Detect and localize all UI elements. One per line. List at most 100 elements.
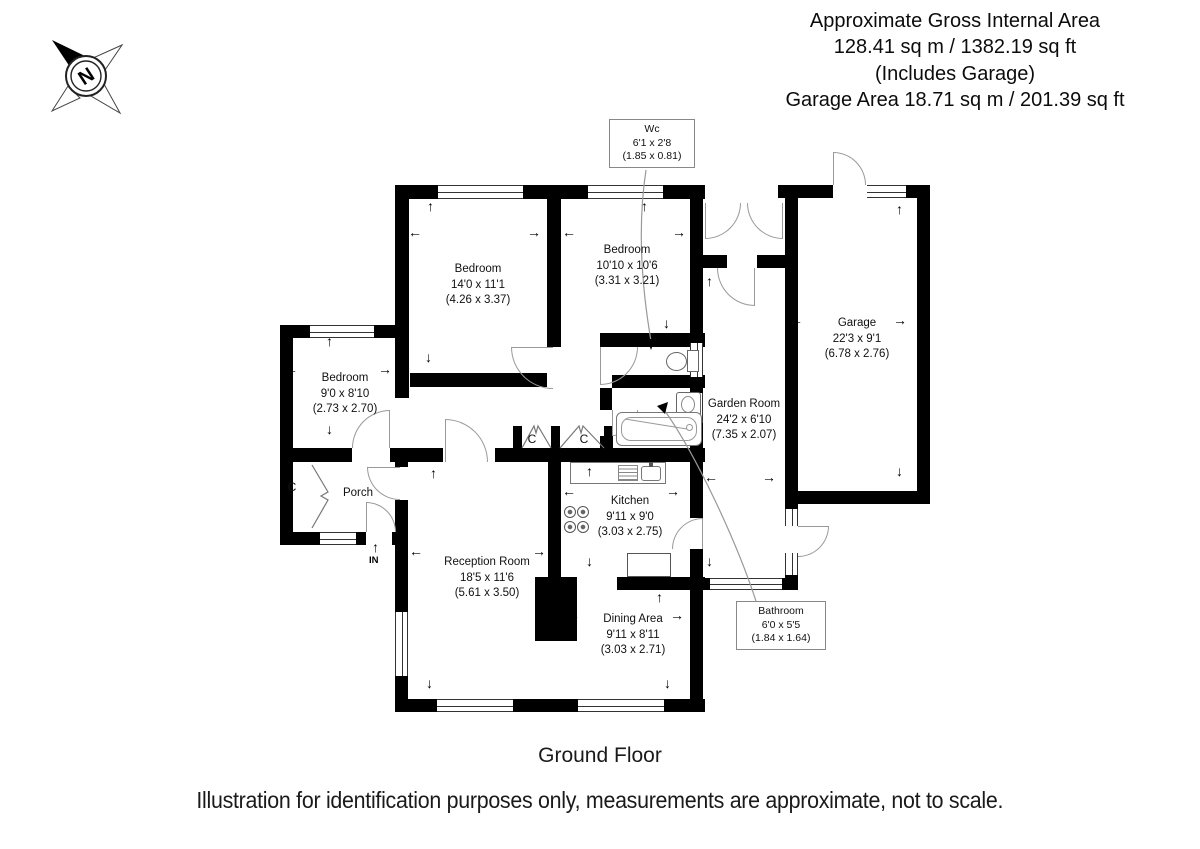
dimension-arrow-left: ←: [284, 361, 298, 377]
window: [437, 699, 513, 712]
dimension-arrow-right: →: [893, 312, 907, 328]
room-label-garage: Garage 22'3 x 9'1 (6.78 x 2.76): [797, 316, 917, 363]
wall: [395, 185, 409, 398]
dimension-arrow-up: ↑: [430, 465, 437, 481]
wall: [785, 198, 798, 491]
room-dims-ft: 9'11 x 8'11: [606, 628, 660, 641]
door-arc: [705, 203, 741, 239]
room-name: Bedroom: [603, 244, 651, 256]
window: [395, 612, 408, 676]
room-dims-m: (1.84 x 1.64): [751, 632, 811, 645]
kitchen-sink: [641, 466, 661, 481]
room-dims-m: (7.35 x 2.07): [711, 429, 777, 442]
dimension-arrow-down: ↓: [426, 675, 433, 691]
entrance-arrow-icon: ↑: [372, 539, 379, 555]
dimension-arrow-up: ↑: [706, 273, 713, 289]
window: [588, 185, 663, 199]
dimension-arrow-up: ↑: [586, 463, 593, 479]
dimension-arrow-right: →: [532, 543, 546, 559]
toilet-cistern: [687, 350, 699, 372]
room-label-garden-room: Garden Room 24'2 x 6'10 (7.35 x 2.07): [694, 397, 794, 444]
kitchen-drainer: [618, 465, 638, 481]
gross-area-includes: (Includes Garage): [874, 62, 1036, 85]
dimension-arrow-left: ←: [562, 483, 576, 499]
room-name: Reception Room: [444, 556, 530, 568]
dimension-arrow-down: ↓: [706, 553, 713, 569]
garage-area-value: Garage Area 18.71 sq m / 201.39 sq ft: [785, 89, 1125, 112]
wall: [785, 504, 798, 509]
room-dims-ft: 22'3 x 9'1: [832, 332, 882, 345]
room-dims-m: (4.26 x 3.37): [445, 294, 511, 307]
window: [710, 578, 782, 590]
wall: [356, 532, 366, 545]
stove-burner: [577, 506, 589, 518]
wall: [785, 491, 930, 504]
closet-post: [513, 426, 522, 448]
door-arc: [366, 502, 396, 532]
dimension-arrow-left: ←: [704, 469, 718, 485]
room-dims-m: (3.03 x 2.71): [600, 644, 666, 657]
closet-post: [551, 426, 560, 448]
closet-label: C: [579, 432, 589, 446]
window: [310, 325, 374, 338]
room-label-dining: Dining Area 9'11 x 8'11 (3.03 x 2.71): [563, 612, 703, 659]
floor-title: Ground Floor: [538, 744, 662, 767]
room-name: Porch: [342, 487, 374, 499]
window: [785, 553, 798, 575]
wall: [548, 462, 561, 577]
wall: [785, 575, 798, 590]
window: [785, 509, 798, 526]
dimension-arrow-down: ↓: [663, 315, 670, 331]
room-dims-m: (1.85 x 0.81): [622, 150, 682, 163]
wall: [392, 532, 408, 545]
closet-post: [604, 426, 613, 448]
room-dims-m: (5.61 x 3.50): [454, 587, 520, 600]
room-label-bedroom3: Bedroom 9'0 x 8'10 (2.73 x 2.70): [285, 371, 405, 418]
compass-icon: N: [50, 40, 124, 115]
kitchen-tap: [649, 462, 653, 467]
dimension-arrow-right: →: [672, 224, 686, 240]
room-dims-ft: 24'2 x 6'10: [716, 413, 772, 426]
dimension-arrow-right: →: [378, 361, 392, 377]
disclaimer-text: Illustration for identification purposes…: [196, 787, 1004, 813]
dimension-arrow-right: →: [762, 469, 776, 485]
window: [578, 699, 664, 712]
wall: [600, 388, 612, 410]
door-arc: [445, 419, 488, 462]
wall: [612, 375, 705, 388]
dimension-arrow-up: ↑: [656, 589, 663, 605]
wall: [917, 185, 930, 504]
wall: [280, 448, 352, 462]
dimension-arrow-up: ↑: [427, 198, 434, 214]
room-dims-m: (3.03 x 2.75): [597, 526, 663, 539]
room-dims-ft: 9'0 x 8'10: [320, 387, 370, 400]
room-label-kitchen: Kitchen 9'11 x 9'0 (3.03 x 2.75): [570, 494, 690, 541]
wall: [547, 199, 561, 347]
wall: [395, 500, 408, 612]
room-dims-ft: 10'10 x 10'6: [596, 259, 658, 272]
wall: [395, 448, 408, 467]
room-dims-ft: 9'11 x 9'0: [606, 510, 654, 523]
wall: [495, 448, 705, 462]
wall: [410, 373, 547, 387]
room-dims-ft: 14'0 x 11'1: [450, 278, 506, 291]
room-name: Bathroom: [758, 605, 804, 617]
entrance-label: IN: [369, 555, 379, 566]
chimney-breast: [535, 577, 577, 641]
dimension-arrow-left: ←: [789, 312, 803, 328]
closet-label: C: [287, 480, 297, 494]
room-label-bedroom1: Bedroom 14'0 x 11'1 (4.26 x 3.37): [408, 262, 548, 309]
room-dims-m: (2.73 x 2.70): [312, 403, 378, 416]
wall: [280, 325, 293, 545]
room-name: Bedroom: [454, 263, 502, 275]
dimension-arrow-down: ↓: [664, 675, 671, 691]
room-label-bedroom2: Bedroom 10'10 x 10'6 (3.31 x 3.21): [560, 243, 694, 290]
basin-bowl: [681, 396, 695, 413]
window: [320, 532, 356, 545]
room-name: Wc: [644, 123, 660, 135]
room-dims-ft: 18'5 x 11'6: [459, 571, 515, 584]
room-name: Kitchen: [610, 495, 650, 507]
wall: [757, 255, 787, 268]
